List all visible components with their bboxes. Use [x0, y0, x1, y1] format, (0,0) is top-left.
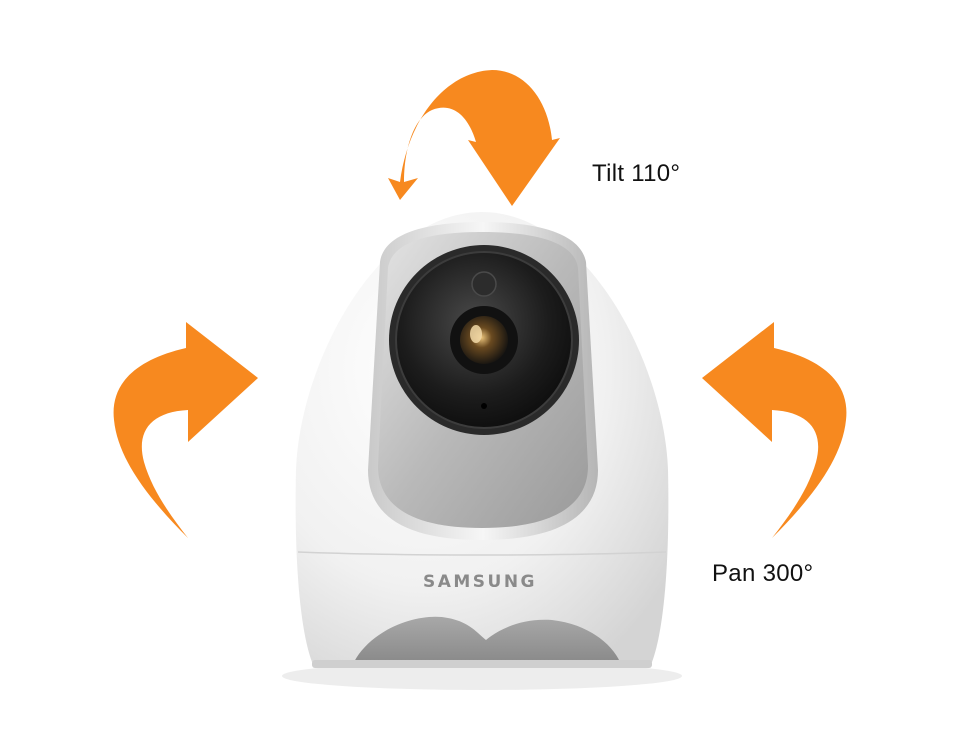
camera-lens [389, 245, 579, 435]
curved-arrow-right-icon [702, 322, 847, 538]
tilt-label: Tilt 110° [592, 160, 681, 187]
pan-label: Pan 300° [712, 560, 814, 587]
brand-logo-text: SAMSUNG [422, 572, 538, 592]
curved-tilt-arrow-icon [388, 70, 560, 206]
curved-arrow-left-icon [113, 322, 258, 538]
microphone-hole [481, 403, 487, 409]
light-sensor [471, 271, 497, 297]
